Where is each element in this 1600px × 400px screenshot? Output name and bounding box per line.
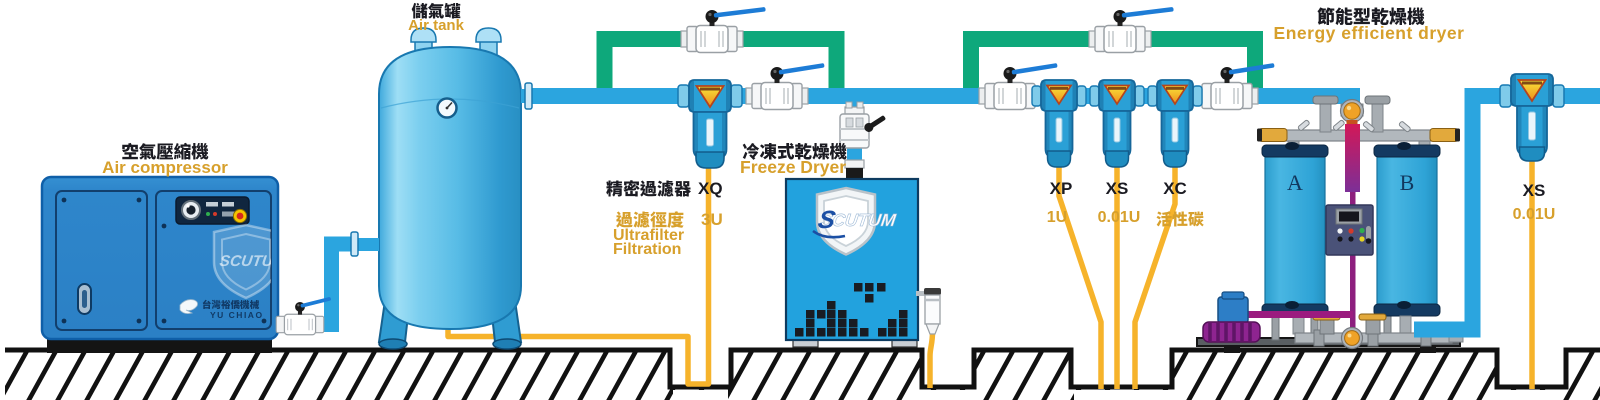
freeze-dryer-logo-text: SCUTUM: [819, 210, 897, 230]
ball-valves: [275, 7, 1275, 336]
tank-pressure-gauge: [436, 97, 458, 119]
compressor-control-panel: [175, 196, 250, 225]
energy-dryer-label-en: Energy efficient dryer: [1273, 23, 1465, 43]
freeze-dryer-drain-pot: [916, 288, 941, 335]
compressor-logo-text: SCUTUM: [218, 253, 288, 270]
dryer-muffler-right: [1429, 128, 1459, 142]
dryer-purge-valve-top: [1339, 98, 1365, 124]
ultrafilter-label-zh: 精密過濾器: [606, 175, 691, 200]
ball-valve-before-filters: [978, 63, 1058, 111]
filter-xc-code: XC: [1163, 179, 1187, 198]
ball-valve-after-ultrafilter: [745, 63, 825, 111]
dryer-blower-link-pipe: [1245, 311, 1353, 318]
ground: [5, 347, 1600, 400]
filter-xp-spec: 1U: [1046, 209, 1068, 226]
filter-xc-drain-line: [1132, 166, 1178, 389]
ultrafilter-xq: [677, 79, 743, 169]
ultrafilter-desc-2: Filtration: [613, 241, 682, 258]
compressor-right-panel: [155, 190, 272, 330]
dryer-blower: [1202, 291, 1261, 343]
tank-body: [378, 45, 522, 331]
ultrafilter-spec-value: 3U: [701, 210, 723, 229]
freeze-dryer-logo: SCUTUM S: [812, 186, 898, 256]
compressor-left-door: [55, 190, 148, 331]
emergency-stop-button: [232, 208, 248, 224]
compressor-brand-zh: 台灣裕僑機械: [202, 297, 260, 311]
ball-valve-compressor-outlet: [275, 297, 331, 336]
dryer-tower-a: [1261, 142, 1329, 341]
compressor-screws: [61, 197, 267, 324]
tank-outlet-flange: [521, 82, 533, 110]
ball-valve-bypass-1: [680, 7, 766, 54]
line-filter-xs: [1089, 79, 1145, 168]
tank-drain-line: [445, 168, 712, 387]
inlet-valve-lever: [864, 115, 886, 132]
dryer-bottom-valve: [1340, 326, 1364, 350]
filter-xs-spec: 0.01U: [1097, 209, 1141, 226]
freeze-dryer-label-en: Freeze Dryer: [740, 157, 847, 177]
tank-label-en: Air tank: [408, 17, 464, 34]
freeze-dryer-inlet-collar: [846, 168, 863, 181]
freeze-dryer-logo-s: S: [816, 206, 838, 234]
dryer-regen-pipe: [1345, 124, 1360, 192]
compressor-logo-watermark: SCUTUM: [212, 223, 288, 300]
dryer-tower-b: [1373, 142, 1441, 341]
manifold-check-valves: [1297, 119, 1411, 133]
freeze-dryer-label-zh: 冷凍式乾燥機: [742, 139, 847, 164]
ultrafilter-desc-1: Ultrafilter: [613, 227, 685, 244]
freeze-dryer-drain-line: [927, 331, 936, 388]
drain-lines: [445, 160, 1535, 389]
tower-b-label: B: [1399, 170, 1415, 195]
purge-valve-right: [1358, 313, 1387, 335]
ultrafilter-code: XQ: [698, 179, 723, 198]
outlet-filter-xs: [1499, 73, 1565, 162]
freeze-dryer-pixel-blocks: [795, 283, 908, 337]
dryer-regen-stub: [1346, 120, 1358, 126]
compressor-brand: 台灣裕僑機械 YU CHIAO: [179, 297, 264, 320]
ball-valve-bypass-2: [1088, 7, 1174, 54]
outlet-filter-spec: 0.01U: [1512, 206, 1556, 223]
dryer-outlet-riser-pipe: [1414, 88, 1481, 338]
brand-bird-icon: [179, 299, 198, 314]
filter-xp-drain-line: [1056, 166, 1104, 389]
ball-valve-after-filters: [1195, 63, 1275, 111]
freeze-dryer-inlet-valve: [839, 101, 886, 149]
freeze-dryer: SCUTUM S: [784, 101, 941, 348]
dryer-control-box: [1325, 204, 1374, 256]
filter-xp-code: XP: [1049, 179, 1073, 198]
compressor-door-handle: [77, 283, 92, 315]
compressor-label-zh: 空氣壓縮機: [121, 139, 209, 164]
line-filter-xc: [1147, 79, 1203, 168]
outlet-filter-code: XS: [1522, 181, 1546, 200]
compressor-plinth: [47, 337, 272, 353]
tower-a-label: A: [1287, 170, 1303, 195]
air-compressor: SCUTUM 台灣裕僑機械 YU CHIAO: [40, 175, 288, 353]
tank-inlet-flange: [350, 231, 379, 257]
tank-label-zh: 儲氣罐: [411, 0, 461, 22]
filter-xc-spec: 活性碳: [1155, 206, 1205, 230]
compressor-brand-en: YU CHIAO: [210, 310, 264, 320]
compressor-label-en: Air compressor: [102, 158, 228, 177]
air-tank: [350, 27, 533, 350]
ultrafilter-spec-zh: 過濾徑度: [616, 206, 684, 231]
tank-inlet-pipe: [324, 236, 354, 332]
line-filter-xp: [1031, 79, 1087, 168]
energy-efficient-dryer: [1196, 95, 1464, 353]
filter-xs-code: XS: [1105, 179, 1129, 198]
energy-dryer-label-zh: 節能型乾燥機: [1317, 3, 1425, 29]
freeze-dryer-inlet-union: [844, 159, 865, 169]
dryer-muffler-left: [1258, 128, 1288, 142]
